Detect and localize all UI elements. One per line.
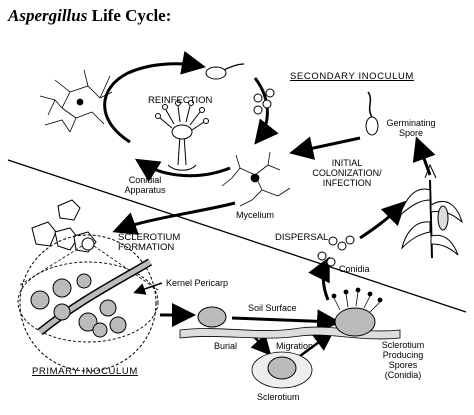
migration-label: Migration [276,341,314,351]
initial-line-1: INITIAL [331,158,363,168]
initial-colonization-label: INITIAL COLONIZATION/ INFECTION [295,158,399,188]
sclerotium-producing-label: Sclerotium Producing Spores (Conidia) [368,340,438,380]
migration-arrow [299,331,335,358]
primary-inoculum-header: PRIMARY INOCULUM [32,366,138,377]
initial-line-2: COLONIZATION/ [312,168,382,178]
germinating-spore [365,91,379,136]
burial-label: Burial [214,341,238,351]
sclerotia-cluster [31,199,97,253]
dispersal-label: DISPERSAL [275,232,329,243]
soil-surface-label: Soil Surface [248,303,297,313]
kernel-pericarp-label: Kernel Pericarp [166,278,229,288]
reinfection-mycelium [39,69,113,133]
sclerotium-on-soil [197,306,227,328]
corn-plant [398,163,463,259]
dispersal-conidia [317,235,355,267]
soil-surface-arrow [231,309,341,334]
buried-sclerotium [251,351,313,389]
conidial-line-1: Conidial [128,175,162,185]
scl-producing-line-2: Producing [382,350,424,360]
sclerotium-formation-label: SCLEROTIUM FORMATION [118,233,180,253]
reinfection-arrow-bottom [134,158,231,182]
scl-producing-line-1: Sclerotium [381,340,425,350]
reinfection-arrow-right [253,77,279,145]
mycelium-label: Mycelium [236,210,275,220]
kernel-magnified [19,234,157,372]
conidial-apparatus [155,100,209,171]
kernel-inner [17,258,159,343]
pericarp-pointer [133,282,163,295]
initial-line-3: INFECTION [322,178,372,188]
reinfection-arrow-top [103,50,206,144]
soil-divider-line [7,159,467,313]
title-rest: Life Cycle: [87,6,172,25]
zoom-lines [19,245,159,291]
sclerotium-producing-spores [331,287,383,337]
scl-producing-line-3: Spores [388,360,418,370]
secondary-inoculum-header: SECONDARY INOCULUM [290,71,414,82]
sclerotium-formation-line-1: SCLEROTIUM [118,232,181,243]
page-title: Aspergillus Life Cycle: [8,6,171,26]
title-genus: Aspergillus [8,6,88,25]
conidial-line-2: Apparatus [124,185,166,195]
conidia-label: Conidia [339,264,370,274]
scl-producing-line-4: (Conidia) [384,370,422,380]
reinfection-spores [205,63,275,115]
conidial-apparatus-label: Conidial Apparatus [120,175,170,195]
germinating-line-1: Germinating [386,118,436,128]
mycelium-to-sclerotium-arrow [112,201,236,235]
germinating-line-2: Spore [398,128,424,138]
central-mycelium [221,151,291,207]
dispersal-to-plant-arrow [359,200,407,240]
sclerotium-to-dispersal-arrow [308,256,330,301]
reinfection-label: REINFECTION [148,95,213,106]
germinating-spore-label: Germinating Spore [381,118,441,138]
spore-to-infection-arrow [289,136,361,160]
sclerotium-label: Sclerotium [257,392,300,402]
sclerotium-formation-line-2: FORMATION [118,242,175,253]
